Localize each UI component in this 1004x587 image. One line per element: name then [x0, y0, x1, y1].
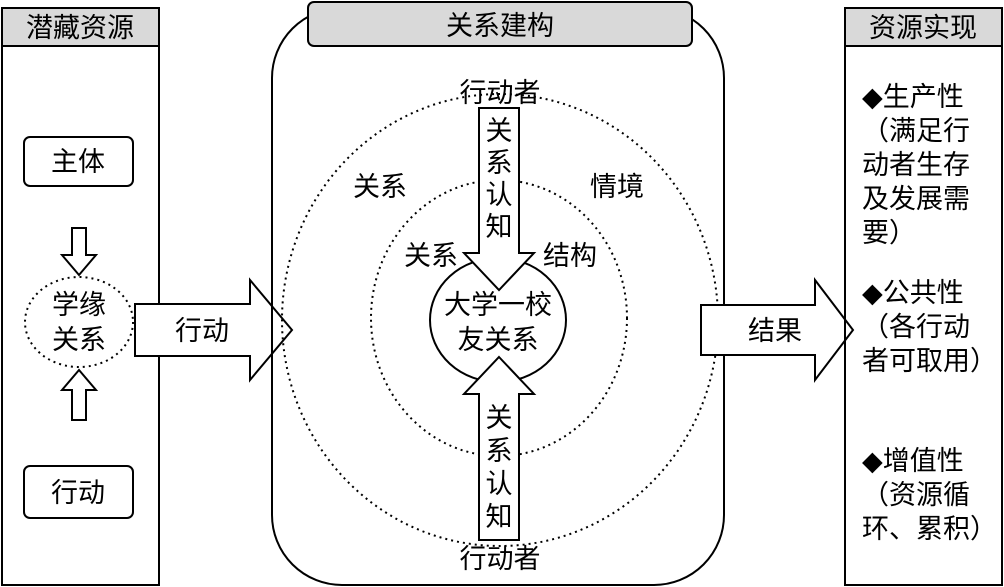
up-arrow-icon — [59, 368, 99, 421]
productivity-desc-3: 及发展需 — [862, 184, 970, 215]
bottom-arrow-char-4: 知 — [486, 502, 513, 533]
inner-structure-ellipse — [370, 179, 628, 457]
value-added-title: ◆增值性 — [862, 446, 964, 477]
center-column-header: 关系建构 — [446, 11, 554, 42]
actor-bottom-label: 行动者 — [460, 544, 541, 575]
result-arrow-shape — [700, 277, 855, 383]
result-arrow-label: 结果 — [748, 316, 802, 347]
publicness-desc-1: （各行动 — [862, 312, 970, 343]
right-column: 资源实现 ◆生产性 （满足行 动者生存 及发展需 要） ◆公共性 （各行动 者可… — [844, 7, 1003, 586]
bottom-arrow-char-2: 系 — [486, 436, 513, 467]
top-arrow-char-2: 系 — [486, 148, 513, 179]
actor-top-label: 行动者 — [460, 78, 541, 109]
bottom-arrow-char-1: 关 — [486, 403, 513, 434]
academic-relation-line1: 学缘 — [52, 290, 106, 321]
left-column-header: 潜藏资源 — [26, 13, 134, 44]
core-relation-line2: 友关系 — [458, 325, 539, 356]
inner-relation-label: 关系 — [404, 241, 458, 272]
action-arrow: 行动 — [134, 277, 294, 383]
productivity-title: ◆生产性 — [862, 82, 964, 113]
academic-relation-line2: 关系 — [52, 325, 106, 356]
left-column-header-box — [1, 7, 160, 47]
top-cognition-arrow — [461, 107, 537, 292]
top-arrow-char-1: 关 — [486, 116, 513, 147]
right-column-header-box — [844, 7, 1003, 47]
value-added-desc-2: 环、累积） — [862, 514, 997, 545]
value-added-desc-1: （资源循 — [862, 480, 970, 511]
academic-relation-ellipse — [24, 276, 134, 368]
center-column-header-box — [307, 1, 693, 47]
productivity-desc-1: （满足行 — [862, 116, 970, 147]
subject-box — [23, 136, 134, 187]
productivity-desc-4: 要） — [862, 218, 916, 249]
down-arrow-icon — [59, 227, 99, 277]
right-column-header: 资源实现 — [869, 13, 977, 44]
action-arrow-label: 行动 — [175, 316, 229, 347]
publicness-title: ◆公共性 — [862, 278, 964, 309]
top-arrow-char-4: 知 — [486, 212, 513, 243]
result-arrow: 结果 — [700, 277, 855, 383]
center-column: 关系建构 行动者 行动者 关系 情境 关系 结构 大学一校 友关系 关 系 认 … — [271, 1, 725, 586]
bottom-arrow-char-3: 认 — [486, 469, 513, 500]
top-arrow-char-3: 认 — [486, 180, 513, 211]
outer-relation-label: 关系 — [353, 172, 407, 203]
core-relation-line1: 大学一校 — [444, 290, 552, 321]
subject-label: 主体 — [51, 147, 105, 178]
productivity-desc-2: 动者生存 — [862, 150, 970, 181]
action-box-label: 行动 — [51, 478, 105, 509]
bottom-cognition-arrow — [461, 355, 537, 541]
left-column: 潜藏资源 主体 学缘 关系 行动 — [1, 7, 160, 586]
action-box — [23, 465, 134, 519]
outer-situation-label: 情境 — [590, 172, 644, 203]
publicness-desc-2: 者可取用） — [862, 346, 997, 377]
inner-structure-label: 结构 — [543, 241, 597, 272]
